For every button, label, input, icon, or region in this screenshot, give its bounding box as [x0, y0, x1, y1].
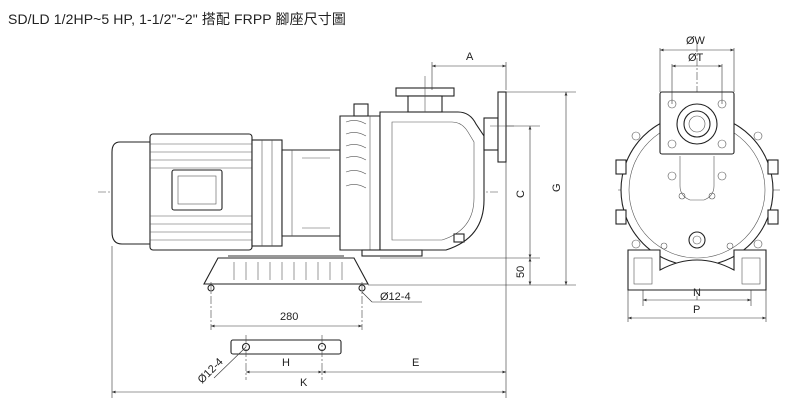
dim-hole-side-label: Ø12-4 — [380, 291, 411, 303]
dim-w-label: ØW — [686, 35, 706, 47]
dim-t-label: ØT — [688, 52, 704, 64]
side-view: A C G 50 Ø12-4 280 — [98, 51, 576, 330]
dim-k-label: K — [300, 377, 308, 389]
dim-c-label: C — [515, 190, 527, 198]
dim-g-label: G — [551, 183, 563, 192]
drawing-title: SD/LD 1/2HP~5 HP, 1-1/2"~2" 搭配 FRPP 腳座尺寸… — [8, 11, 346, 27]
dim-p-label: P — [693, 304, 700, 316]
dim-280-label: 280 — [280, 311, 298, 323]
front-view: ØW ØT N P — [615, 35, 780, 322]
base-ribs — [233, 262, 343, 280]
dim-a-label: A — [466, 51, 474, 63]
dim-n-label: N — [693, 287, 701, 299]
dim-h-label: H — [282, 357, 290, 369]
dim-e-label: E — [412, 357, 419, 369]
bracket-ribs — [345, 116, 371, 250]
motor-fins — [150, 143, 252, 241]
dim-50-label: 50 — [515, 266, 527, 278]
